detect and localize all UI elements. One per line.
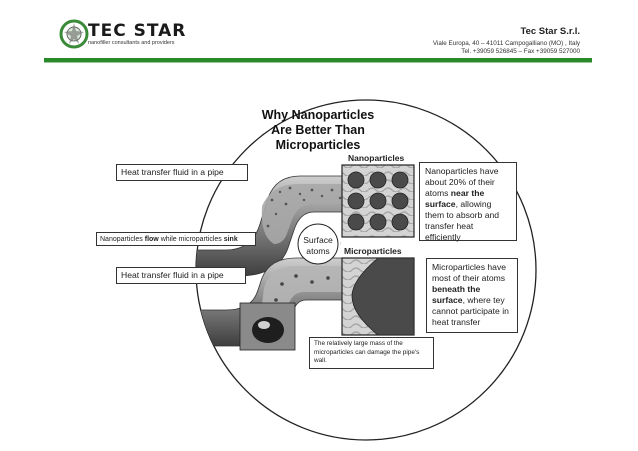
surface-atoms-line-2: atoms <box>306 246 330 256</box>
microparticles-heading: Microparticles <box>344 246 402 256</box>
company-address: Viale Europa, 40 – 41011 Campogalliano (… <box>432 40 580 47</box>
tec-star-logo-icon <box>59 19 89 49</box>
nanoparticles-heading: Nanoparticles <box>348 153 405 163</box>
flow-label-text: Nanoparticles <box>100 236 145 243</box>
logo-text: TEC STAR <box>88 21 187 41</box>
nanoparticle-grid <box>347 171 409 231</box>
nano-desc-bold: near the <box>450 188 485 198</box>
flow-label-text: while microparticles <box>158 236 224 243</box>
nanoparticle <box>391 213 409 231</box>
micro-desc-text: , where tey cannot participate in heat t… <box>432 295 509 327</box>
figure-title: Why Nanoparticles Are Better Than Microp… <box>244 108 392 153</box>
microparticles-description: Microparticles have most of their atoms … <box>426 258 518 333</box>
nanoparticle <box>369 171 387 189</box>
pipe-label-top: Heat transfer fluid in a pipe <box>116 164 248 181</box>
header-divider-thin <box>44 62 592 63</box>
surface-atoms-line-1: Surface <box>303 235 333 245</box>
logo-tagline: nanofiller consultants and providers <box>88 40 175 46</box>
nanoparticle <box>347 171 365 189</box>
pipe-label-bottom: Heat transfer fluid in a pipe <box>116 267 246 284</box>
nano-desc-text: , allowing them to absorb and transfer h… <box>425 199 500 242</box>
surface-atoms-circle <box>297 223 339 265</box>
svg-text:|: | <box>340 241 341 245</box>
nanoparticle <box>347 213 365 231</box>
flow-word: flow <box>144 236 159 243</box>
nano-desc-bold: surface <box>425 199 456 209</box>
nanoparticle <box>391 192 409 210</box>
title-line-3: Microparticles <box>275 138 361 152</box>
surface-atoms-label: Surface atoms <box>299 235 337 257</box>
nanoparticle <box>369 192 387 210</box>
sink-word: sink <box>223 236 238 243</box>
title-line-1: Why Nanoparticles <box>261 108 375 122</box>
title-line-2: Are Better Than <box>271 123 365 137</box>
nanoparticle <box>369 213 387 231</box>
nano-desc-text: Nanoparticles have about 20% of their at… <box>425 166 499 198</box>
nanoparticles-description: Nanoparticles have about 20% of their at… <box>419 162 517 242</box>
nanoparticle <box>347 192 365 210</box>
company-name: Tec Star S.r.l. <box>520 26 581 37</box>
micro-desc-text: Microparticles have most of their atoms <box>432 262 507 283</box>
header-divider <box>44 58 592 62</box>
mass-damage-note: The relatively large mass of the micropa… <box>309 337 434 369</box>
micro-desc-bold: beneath the <box>432 284 481 294</box>
micro-desc-bold: surface <box>432 295 463 305</box>
microparticle <box>351 257 415 336</box>
company-phone: Tel. +39059 526845 – Fax +39059 527000 <box>461 48 580 55</box>
nanoparticle <box>391 171 409 189</box>
flow-label: Nanoparticles flow while microparticles … <box>96 232 256 246</box>
